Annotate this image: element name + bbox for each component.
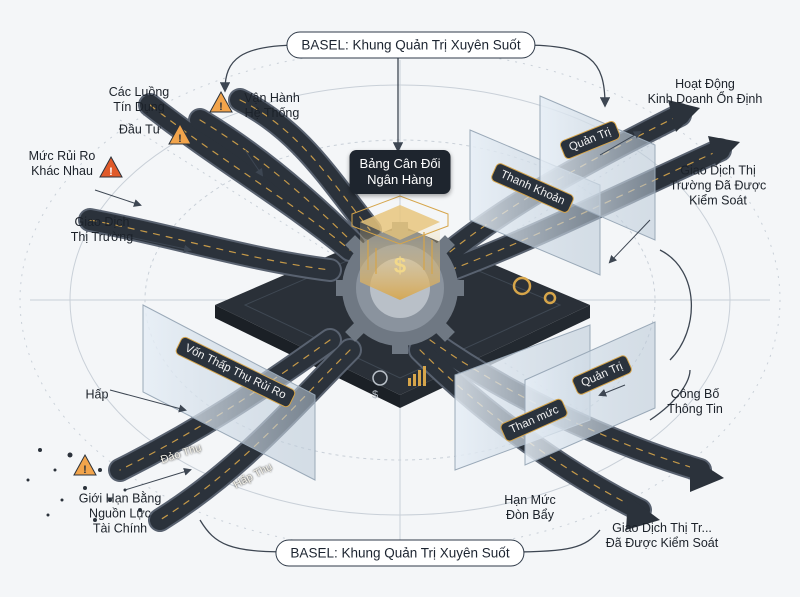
financial-limit-line-3: Tài Chính [92,521,148,536]
footer-banner: BASEL: Khung Quản Trị Xuyên Suốt [275,539,525,567]
header-banner: BASEL: Khung Quản Trị Xuyên Suốt [286,31,536,59]
bar-chart-icon [408,366,426,386]
system-ops-line-2: Hệ Thống [244,106,300,120]
credit-flows-line-2: Tín Dụng [113,100,165,114]
gear-icon [512,276,557,305]
warning-triangle-icon: ! ! ! ! [73,90,233,476]
stable-business-line-2: Kinh Doanh Ổn Định [647,92,763,106]
market-trading-label: Giao Dịch Thị Trường [71,215,133,245]
banner-connectors [199,44,693,553]
svg-text:!: ! [109,166,113,178]
stable-business-line-1: Hoạt Động [675,77,735,91]
financial-limit-line-1: Giới Hạn Bằng [78,491,162,506]
arrow-icon [626,100,740,530]
financial-limit-label: Giới Hạn Bằng Nguồn Lực Tài Chính [79,492,162,537]
controlled-trading-line-3: Kiểm Soát [689,193,747,208]
controlled-trading-bottom-line-1: Giao Dịch Thị Tr... [612,521,712,535]
credit-flows-label: Các Luồng Tín Dụng [109,85,169,115]
leverage-limit-line-2: Đòn Bẩy [506,508,554,522]
leverage-limit-label: Hạn Mức Đòn Bẩy [504,493,555,523]
disclosure-line-1: Công Bố [670,387,720,401]
balance-sheet-line-2: Ngân Hàng [367,172,433,187]
leverage-limit-line-1: Hạn Mức [504,493,556,507]
stable-business-label: Hoạt Động Kinh Doanh Ổn Định [648,77,763,107]
controlled-trading-bottom-line-2: Đã Được Kiểm Soát [605,536,719,550]
market-trading-line-2: Thị Trường [70,230,134,244]
risk-levels-line-2: Khác Nhau [31,164,93,178]
svg-text:!: ! [219,101,223,113]
controlled-trading-line-2: Trường Đã Được [669,178,767,193]
particle-dots [26,448,142,522]
dollar-icon: $ [372,389,378,401]
balance-sheet-line-1: Bảng Cân Đối [359,156,441,171]
disclosure-label: Công Bố Thông Tin [667,387,723,417]
absorb-label: Hấp [85,387,109,402]
risk-levels-label: Mức Rủi Ro Khác Nhau [29,149,96,179]
controlled-trading-line-1: Giao Dịch Thị [680,163,756,178]
coin-icon [372,370,388,386]
svg-text:!: ! [178,133,182,145]
balance-sheet-tower [351,195,449,300]
financial-limit-line-2: Nguồn Lực [89,506,151,521]
investment-label: Đầu Tư [118,122,162,137]
disclosure-line-2: Thông Tin [667,402,723,416]
risk-levels-line-1: Mức Rủi Ro [28,149,96,163]
balance-sheet-label: Bảng Cân Đối Ngân Hàng [349,150,451,194]
system-ops-label: Vận Hành Hệ Thống [244,91,300,121]
controlled-trading-label: Giao Dịch Thị Trường Đã Được Kiểm Soát [670,164,767,209]
label-pointers [94,131,651,491]
credit-flows-line-1: Các Luồng [108,85,170,99]
controlled-trading-bottom-label: Giao Dịch Thị Tr... Đã Được Kiểm Soát [606,521,718,551]
market-trading-line-1: Giao Dịch [74,215,130,229]
dollar-icon: $ [394,253,406,278]
system-ops-line-1: Vận Hành [244,91,300,105]
svg-text:!: ! [83,464,87,476]
